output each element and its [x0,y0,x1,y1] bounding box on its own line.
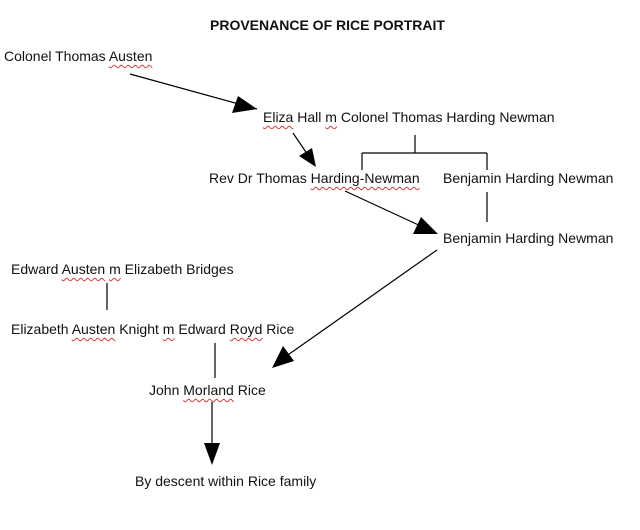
node-rev-dr-thomas: Rev Dr Thomas Harding-Newman [209,170,420,186]
node-edward-austen: Edward Austen m Elizabeth Bridges [11,261,234,277]
node-colonel-thomas-austen: Colonel Thomas Austen [4,48,153,64]
node-benjamin-harding-newman-top: Benjamin Harding Newman [443,170,614,186]
arrowhead-descent [204,443,220,465]
arrowhead-john [272,346,294,368]
node-by-descent: By descent within Rice family [135,473,317,489]
arrow-rev-to-benjamin [344,190,426,229]
arrow-benjamin-to-john [284,249,438,358]
node-eliza-hall: Eliza Hall m Colonel Thomas Harding Newm… [263,109,555,125]
node-elizabeth-austen-knight: Elizabeth Austen Knight m Edward Royd Ri… [11,321,295,337]
arrowhead-eliza [232,96,257,113]
diagram-title: PROVENANCE OF RICE PORTRAIT [210,17,445,33]
node-benjamin-harding-newman: Benjamin Harding Newman [443,230,614,246]
arrowhead-rev [299,148,316,167]
arrowhead-benjamin [413,217,438,234]
node-john-morland-rice: John Morland Rice [149,382,266,398]
